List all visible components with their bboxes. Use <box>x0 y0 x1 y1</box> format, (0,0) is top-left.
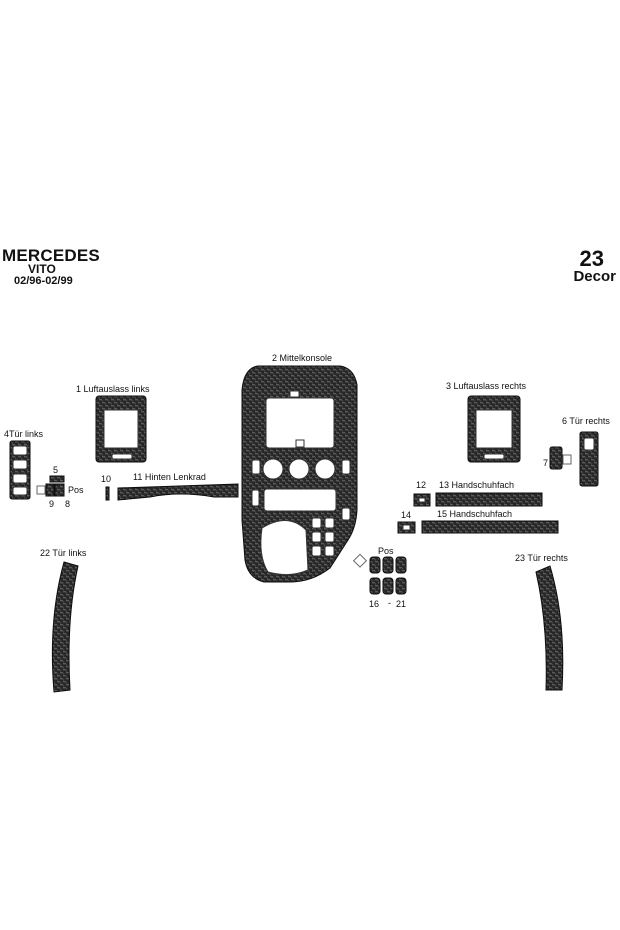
kit-name: Decor <box>573 268 616 285</box>
part-14-small-insert <box>397 521 416 534</box>
part-22-door-left-strip <box>51 561 79 693</box>
part-13-glovebox-strip <box>435 492 543 507</box>
label-part-14: 14 <box>401 510 412 520</box>
label-part-9: 9 <box>49 499 55 509</box>
label-part-7: 7 <box>543 458 549 468</box>
part-4-door-left-panel <box>9 440 31 500</box>
label-part-11: 11 Hinten Lenkrad <box>133 472 206 482</box>
label-part-8: 8 <box>65 499 71 509</box>
part-9-small-insert <box>36 483 55 497</box>
kit-number: 23 <box>579 246 604 271</box>
part-10-strip <box>105 486 110 501</box>
label-part-4: 4Tür links <box>4 429 44 439</box>
part-5-small-insert <box>49 475 65 483</box>
label-pos-center: Pos <box>378 546 394 556</box>
label-pos-left: Pos <box>68 485 84 495</box>
label-part-1: 1 Luftauslass links <box>76 384 150 394</box>
part-12-small-insert <box>413 493 431 507</box>
model-years: 02/96-02/99 <box>14 275 73 287</box>
parts-16-21-small-inserts <box>352 553 407 595</box>
part-3-air-vent-right <box>467 395 521 463</box>
label-part-16: 16 <box>369 599 380 609</box>
label-part-10: 10 <box>101 474 112 484</box>
label-part-6: 6 Tür rechts <box>562 416 610 426</box>
label-part-12: 12 <box>416 480 427 490</box>
model-title: VITO <box>28 262 56 276</box>
label-range-dash: - <box>388 598 391 608</box>
part-1-air-vent-left <box>95 395 147 463</box>
part-8-small-insert <box>54 483 65 497</box>
part-6-door-right-panel <box>579 431 599 487</box>
label-part-2: 2 Mittelkonsole <box>272 353 333 363</box>
label-part-3: 3 Luftauslass rechts <box>446 381 527 391</box>
part-23-door-right-strip <box>535 565 564 691</box>
part-11-steering-rear-strip <box>117 483 239 501</box>
part-15-glovebox-strip <box>421 520 559 534</box>
label-part-15: 15 Handschuhfach <box>437 509 513 519</box>
part-2-center-console <box>241 365 358 583</box>
label-part-22: 22 Tür links <box>40 548 87 558</box>
label-part-23: 23 Tür rechts <box>515 553 568 563</box>
label-part-21: 21 <box>396 599 407 609</box>
label-part-13: 13 Handschuhfach <box>439 480 515 490</box>
part-7-small-insert <box>549 446 572 470</box>
label-part-5: 5 <box>53 465 59 475</box>
brand-title: MERCEDES <box>2 246 100 265</box>
